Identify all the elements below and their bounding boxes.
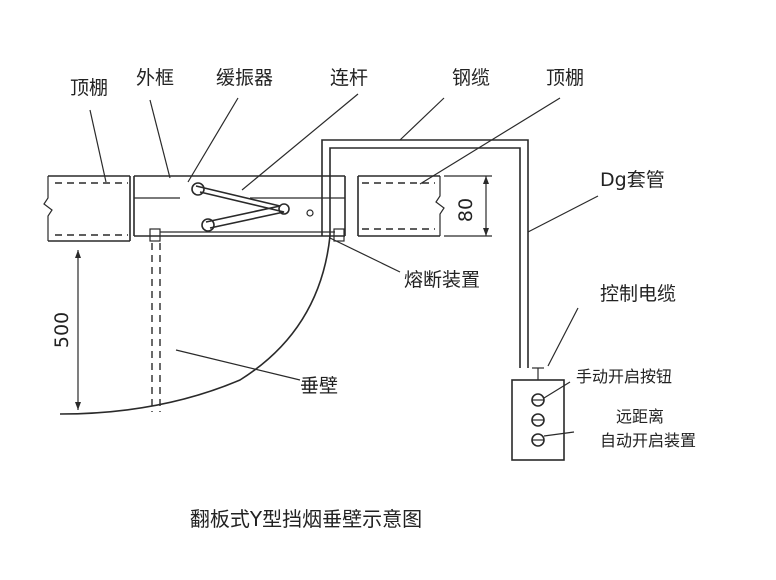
outer-frame [133,175,346,242]
smoke-barrier-panel [151,243,161,412]
left-ceiling-block [43,175,131,242]
remote-open-button-1[interactable] [531,413,545,427]
label-remote-line2: 自动开启装置 [600,431,696,450]
label-steel-cable: 钢缆 [452,67,490,89]
dimension-80 [444,175,492,237]
swing-arc [59,235,331,415]
label-ceiling-right: 顶棚 [546,67,584,89]
diagram-title: 翻板式Y型挡烟垂壁示意图 [190,507,422,531]
dimension-80-label: 80 [455,198,477,222]
label-fuse-device: 熔断装置 [404,269,480,291]
leader-lines [89,93,599,437]
label-damper: 缓振器 [216,67,273,89]
cable-route [321,139,529,368]
damper-linkage [160,182,335,233]
label-link-rod: 连杆 [330,67,368,89]
remote-open-button-2[interactable] [531,433,545,447]
dimension-500-label: 500 [51,312,73,348]
manual-open-button[interactable] [531,393,545,407]
label-smoke-wall: 垂壁 [300,375,338,397]
right-ceiling-block [357,175,445,237]
label-manual-button: 手动开启按钮 [576,367,672,386]
label-conduit: Dg套管 [600,169,665,191]
control-box [511,367,565,461]
label-ceiling-left: 顶棚 [70,77,108,99]
dimension-500 [75,250,81,410]
label-remote-line1: 远距离 [616,407,664,426]
label-outer-frame: 外框 [136,67,174,89]
label-control-cable: 控制电缆 [600,283,676,305]
